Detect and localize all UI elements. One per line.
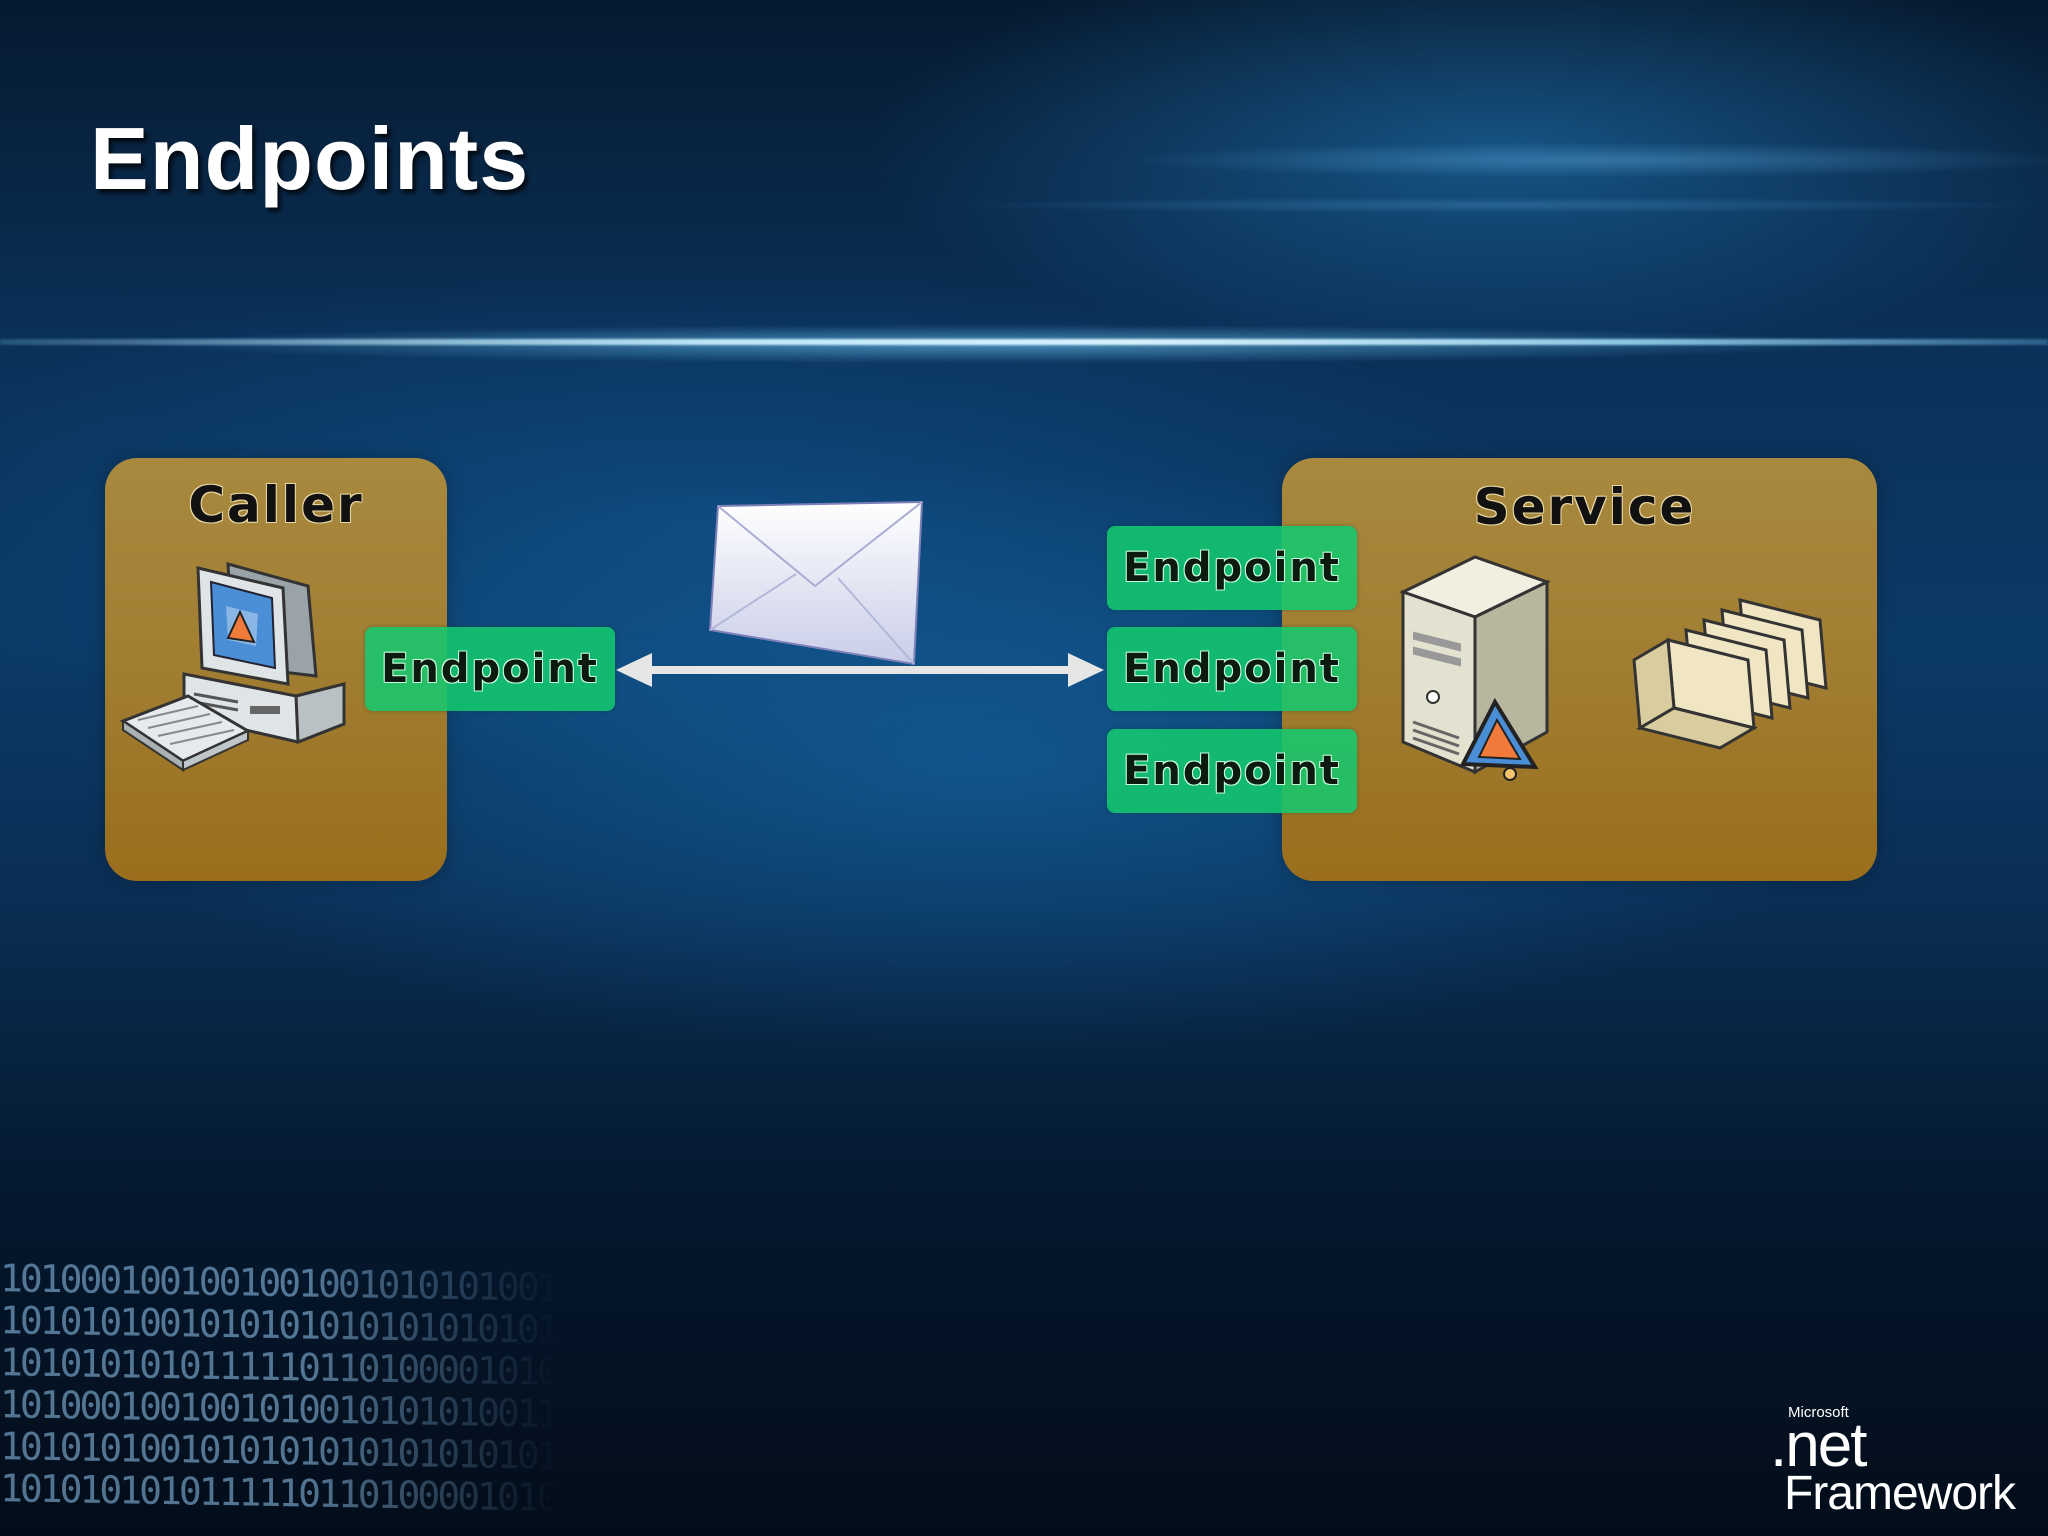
server-icon xyxy=(1399,555,1551,781)
caller-endpoint: Endpoint xyxy=(365,627,615,711)
message-arrow xyxy=(616,653,1104,687)
folders-icon xyxy=(1632,598,1828,750)
binary-line: 1010101010111110110100001010101 xyxy=(0,1466,560,1521)
light-streak-line xyxy=(0,339,2048,345)
logo-subtitle: Framework xyxy=(1784,1467,2016,1520)
light-streak-glow xyxy=(0,318,2048,370)
logo-product: .net xyxy=(1770,1411,1867,1480)
service-endpoint-3: Endpoint xyxy=(1107,729,1357,813)
dotnet-framework-logo: Microsoft .net Framework xyxy=(1768,1404,2028,1524)
logo-brand: Microsoft xyxy=(1788,1404,1849,1421)
service-label: Service xyxy=(1473,478,1696,536)
service-endpoint-2: Endpoint xyxy=(1107,627,1357,711)
service-endpoint-1: Endpoint xyxy=(1107,526,1357,610)
envelope-icon xyxy=(708,500,924,666)
slide-title: Endpoints xyxy=(90,109,530,208)
computer-icon xyxy=(119,562,346,772)
caller-label: Caller xyxy=(188,476,364,534)
